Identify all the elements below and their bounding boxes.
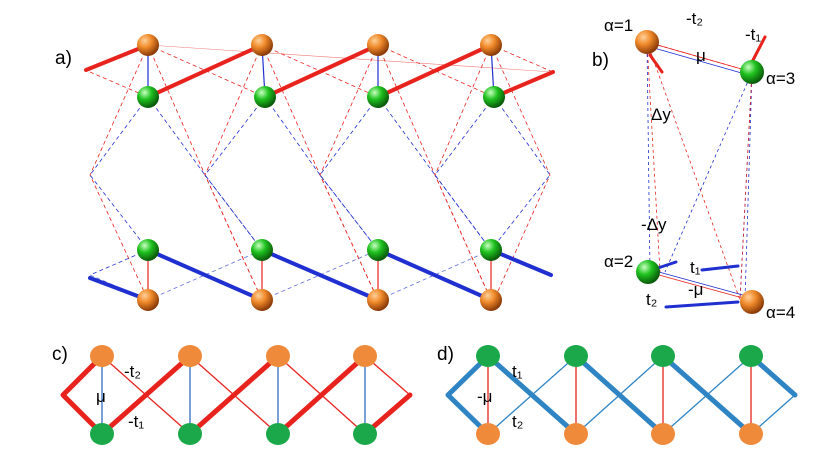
panel-d-label: d) xyxy=(437,344,454,365)
panel-b-dashed-bonds xyxy=(646,41,753,301)
panel-a-dashed-bonds xyxy=(89,44,554,301)
panel-d-sites xyxy=(476,345,763,445)
site-green xyxy=(254,86,276,108)
panel-d-thick-bonds xyxy=(445,353,798,437)
site-alpha-2 xyxy=(636,260,660,284)
label-alpha-2: α=2 xyxy=(604,252,633,271)
panel-c-label: c) xyxy=(52,344,68,365)
site-alpha-4 xyxy=(740,290,764,314)
panel-a-thin-bonds xyxy=(147,44,554,300)
site-orange xyxy=(178,345,202,367)
label-neg-t1: -t₁ xyxy=(128,412,144,431)
panel-d: d) t₁ -μ t₂ xyxy=(437,344,798,445)
site-orange xyxy=(739,423,763,445)
panel-a-thick-bonds xyxy=(84,43,555,302)
panel-b-solid-bonds xyxy=(646,41,753,301)
label-alpha-4: α=4 xyxy=(766,303,795,322)
site-green xyxy=(251,239,273,261)
label-alpha-3: α=3 xyxy=(766,69,795,88)
site-orange xyxy=(651,423,675,445)
site-green xyxy=(137,86,159,108)
site-orange xyxy=(367,289,389,311)
site-orange xyxy=(353,345,377,367)
site-green xyxy=(353,423,377,445)
label-neg-t1: -t₁ xyxy=(745,25,761,44)
site-orange xyxy=(564,423,588,445)
site-alpha-3 xyxy=(740,60,764,84)
label-mu: μ xyxy=(696,46,706,65)
site-green xyxy=(367,239,389,261)
label-t1: t₁ xyxy=(512,362,523,381)
site-green xyxy=(739,345,763,367)
site-green xyxy=(651,345,675,367)
site-green xyxy=(178,423,202,445)
label-mu: μ xyxy=(96,387,106,406)
panel-c-sites xyxy=(90,345,377,445)
site-green xyxy=(90,423,114,445)
label-t2: t₂ xyxy=(646,290,657,309)
site-orange xyxy=(137,34,159,56)
site-green xyxy=(476,345,500,367)
panel-a: a) xyxy=(55,34,555,311)
site-orange xyxy=(266,345,290,367)
label-neg-mu: -μ xyxy=(477,387,492,406)
site-green xyxy=(480,239,502,261)
label-alpha-1: α=1 xyxy=(604,16,633,35)
label-neg-delta-y: -Δy xyxy=(641,215,667,234)
label-t1: t₁ xyxy=(690,258,701,277)
site-orange xyxy=(90,345,114,367)
panel-b-label: b) xyxy=(592,50,609,71)
site-orange xyxy=(367,34,389,56)
label-delta-y: Δy xyxy=(651,105,671,124)
panel-a-label: a) xyxy=(55,48,72,69)
label-neg-t2: -t₂ xyxy=(686,9,703,28)
site-green xyxy=(564,345,588,367)
label-t2: t₂ xyxy=(512,412,523,431)
site-green xyxy=(266,423,290,445)
panel-b: b) α=1 α=3 α=2 α=4 -t₂ -t₁ μ Δy -Δy xyxy=(592,9,795,322)
site-green xyxy=(367,86,389,108)
panel-b-thick-bonds xyxy=(648,35,767,309)
panel-c-thick-bond xyxy=(99,353,193,437)
panel-a-sites xyxy=(137,34,505,311)
site-orange xyxy=(251,289,273,311)
label-neg-mu: -μ xyxy=(688,280,703,299)
site-green xyxy=(137,239,159,261)
site-orange xyxy=(480,34,502,56)
site-alpha-1 xyxy=(635,30,659,54)
site-green xyxy=(483,86,505,108)
site-orange xyxy=(480,289,502,311)
site-orange xyxy=(476,423,500,445)
label-neg-t2: -t₂ xyxy=(124,362,141,381)
site-orange xyxy=(251,34,273,56)
site-orange xyxy=(137,289,159,311)
panel-c: c) -t₂ μ -t₁ xyxy=(52,344,413,445)
